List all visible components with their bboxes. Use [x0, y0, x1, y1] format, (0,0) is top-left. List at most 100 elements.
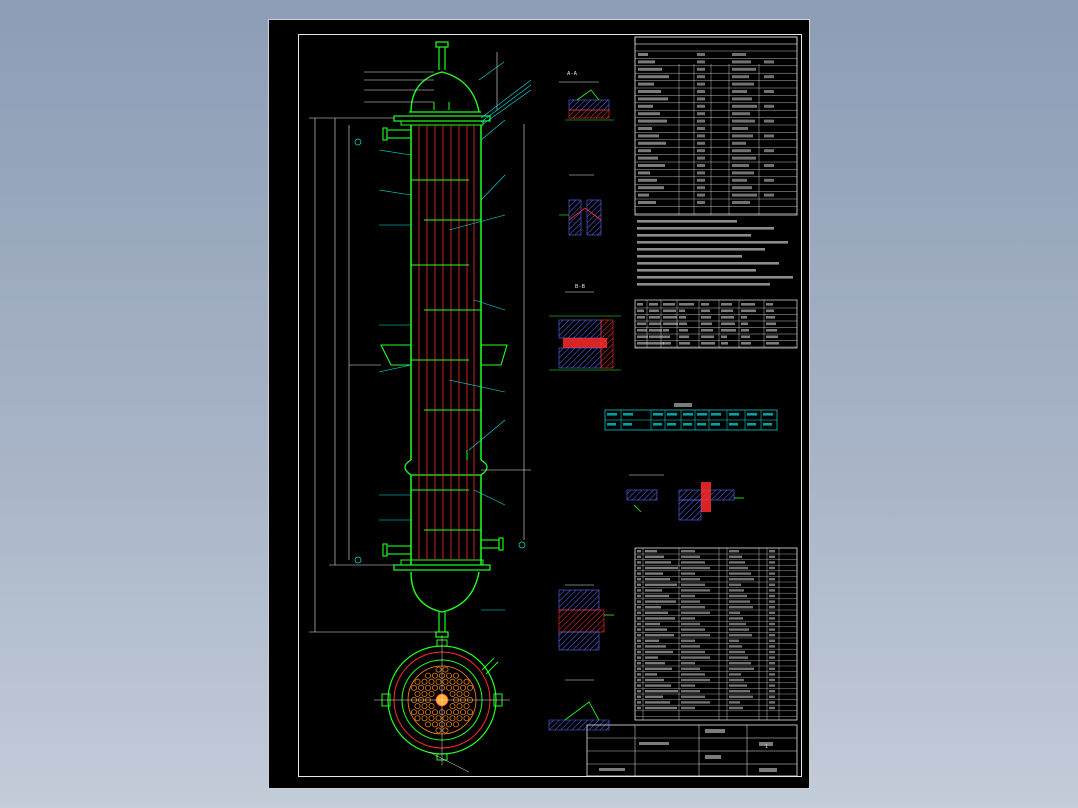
cell-text: [681, 606, 705, 609]
cell-text: [637, 684, 641, 687]
cell-text: [697, 413, 707, 416]
cell-text: [653, 413, 663, 416]
cell-text: [637, 555, 641, 558]
cell-text: [697, 178, 705, 182]
tube-param-table: [604, 403, 778, 431]
cell-text: [729, 684, 747, 687]
tube-hole: [449, 715, 456, 722]
cell-text: [769, 639, 775, 642]
cell-text: [649, 342, 664, 345]
cell-text: [637, 634, 641, 637]
cell-text: [721, 303, 732, 306]
tube-hole: [453, 672, 459, 679]
cell-text: [697, 53, 705, 56]
cell-text: [729, 634, 752, 637]
note-line: [637, 262, 779, 265]
cell-text: [764, 193, 774, 197]
cell-text: [637, 316, 645, 319]
technical-notes: [637, 220, 793, 286]
cell-text: [638, 119, 667, 123]
cell-text: [681, 617, 695, 620]
tube-hole: [418, 709, 424, 716]
cell-text: [679, 329, 688, 332]
nozzle-table: [634, 299, 798, 349]
cell-text: [681, 684, 695, 687]
detail-views: A-A B-B: [548, 71, 744, 731]
tube-hole: [425, 672, 431, 679]
tube-hole: [411, 709, 417, 716]
cell-text: [663, 309, 676, 313]
cell-text: [623, 413, 633, 416]
cell-text: [681, 622, 700, 626]
cell-text: [729, 550, 739, 553]
cell-text: [769, 578, 775, 581]
tube-hole: [432, 721, 438, 728]
cell-text: [607, 423, 616, 426]
cell-text: [764, 178, 774, 182]
cell-text: [697, 186, 705, 190]
tube-hole: [449, 678, 456, 685]
tube-hole: [425, 684, 431, 691]
tube-hole: [456, 678, 463, 685]
cell-text: [645, 561, 671, 564]
note-line: [637, 220, 737, 223]
tube-hole: [442, 727, 449, 734]
cell-text: [638, 60, 655, 64]
cell-text: [729, 706, 743, 710]
cell-text: [645, 667, 672, 670]
cell-text: [729, 695, 753, 698]
cell-text: [747, 423, 756, 426]
cell-text: [637, 566, 641, 570]
cell-text: [769, 678, 775, 682]
cell-text: [729, 555, 742, 558]
cell-text: [638, 134, 659, 138]
cell-text: [729, 690, 750, 693]
tube-hole: [463, 703, 470, 710]
cell-text: [697, 156, 705, 160]
cell-text: [769, 706, 775, 710]
cell-text: [663, 303, 675, 306]
cell-text: [681, 645, 700, 648]
tube-hole: [453, 721, 459, 728]
cell-text: [697, 134, 705, 138]
cell-text: [732, 193, 757, 197]
cell-text: [729, 561, 745, 564]
cell-text: [729, 628, 749, 631]
cell-text: [637, 650, 641, 654]
cell-text: [769, 572, 775, 575]
cell-text: [701, 303, 709, 306]
cell-text: [729, 650, 745, 654]
cell-text: [645, 662, 665, 665]
cell-text: [649, 322, 661, 326]
cell-text: [741, 329, 749, 332]
tube-hole: [467, 709, 473, 716]
cell-text: [645, 622, 660, 626]
cell-text: [645, 650, 673, 654]
cell-text: [638, 156, 658, 160]
cell-text: [679, 303, 694, 306]
cell-text: [763, 423, 772, 426]
cell-text: [769, 650, 775, 654]
cell-text: [637, 589, 641, 592]
cell-text: [663, 316, 677, 319]
cell-text: [729, 622, 746, 626]
cell-text: [637, 600, 641, 603]
cell-text: [769, 701, 775, 704]
cell-text: [637, 329, 647, 332]
tube-hole: [449, 690, 456, 697]
cell-text: [681, 600, 700, 603]
cell-text: [681, 550, 695, 553]
cell-text: [729, 594, 747, 598]
cell-text: [732, 90, 747, 93]
cell-text: [732, 75, 749, 79]
cell-text: [769, 589, 775, 592]
cell-text: [769, 566, 775, 570]
cell-text: [766, 329, 777, 332]
cell-text: [637, 309, 644, 313]
cell-text: [729, 600, 750, 603]
detail-a-label: A-A: [567, 71, 578, 77]
cell-text: [638, 193, 649, 197]
tube-hole: [421, 678, 428, 685]
cell-text: [679, 322, 687, 326]
cell-text: [649, 335, 663, 339]
